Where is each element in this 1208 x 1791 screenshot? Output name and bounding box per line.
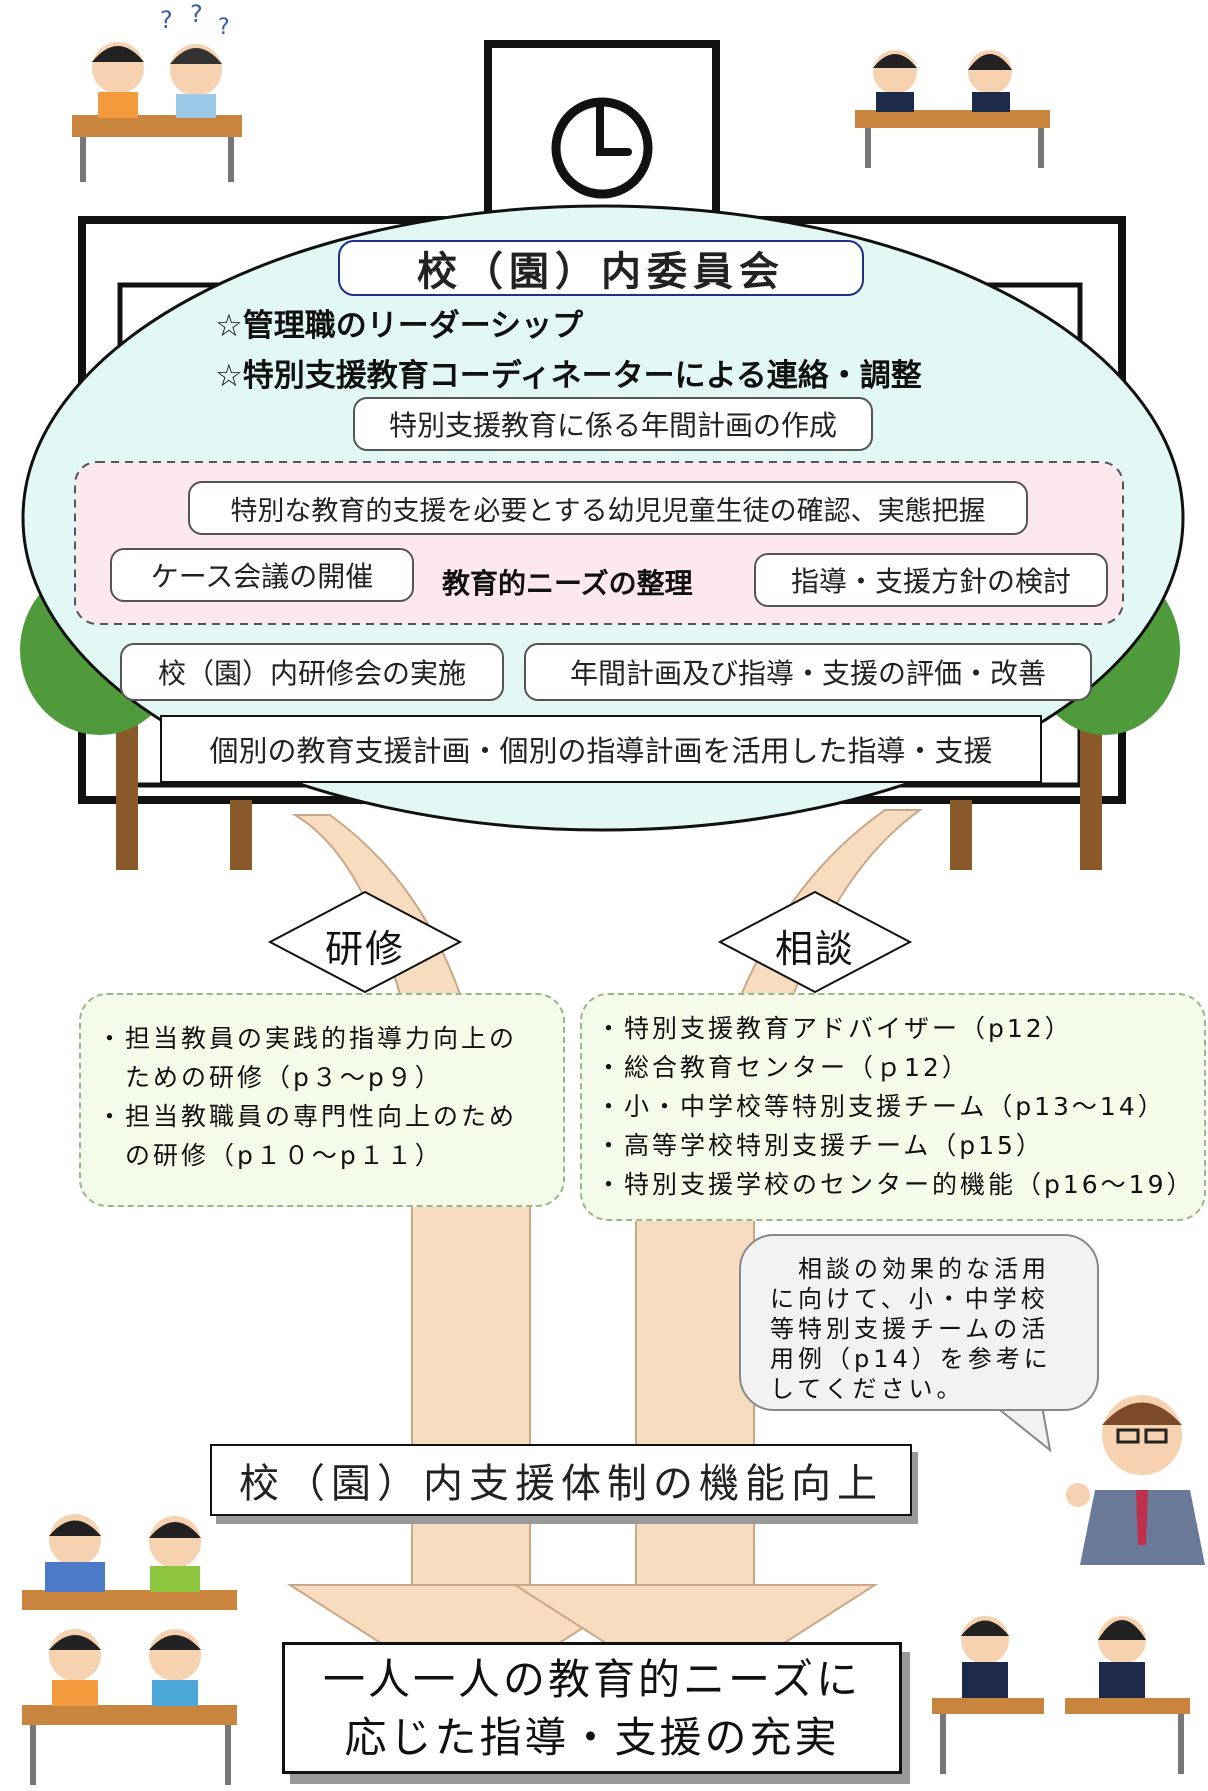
consult-note: ・特別支援教育アドバイザー（p12） ・総合教育センター（ｐ12） ・小・中学校…: [580, 993, 1206, 1221]
speech-line: 相談の効果的な活用: [770, 1255, 1050, 1283]
students-top-right-illustration: [855, 50, 1050, 168]
consult-diamond: [717, 890, 913, 994]
svg-text:?: ?: [218, 15, 230, 40]
speech-line: してください。: [770, 1375, 965, 1403]
training-note: ・担当教員の実践的指導力向上の ための研修（p３～p９） ・担当教職員の専門性向…: [79, 993, 565, 1207]
clock-tower: [484, 40, 720, 238]
list-item: ための研修（p３～p９）: [97, 1063, 443, 1092]
list-item: ・小・中学校等特別支援チーム（p13～14）: [596, 1092, 1166, 1121]
consult-list: ・特別支援教育アドバイザー（p12） ・総合教育センター（ｐ12） ・小・中学校…: [596, 1009, 1204, 1204]
policy-box: 指導・支援方針の検討: [754, 553, 1108, 607]
speech-line: に向けて、小・中学校: [770, 1285, 1049, 1313]
training-list: ・担当教員の実践的指導力向上の ための研修（p３～p９） ・担当教職員の専門性向…: [97, 1019, 563, 1175]
training-label: 研修: [325, 927, 406, 971]
svg-text:?: ?: [160, 6, 173, 34]
list-item: ・高等学校特別支援チーム（p15）: [596, 1131, 1044, 1160]
evaluation-box: 年間計画及び指導・支援の評価・改善: [524, 643, 1092, 701]
training-diamond: [267, 890, 463, 994]
speech-text: 相談の効果的な活用 に向けて、小・中学校 等特別支援チームの活 用例（p14）を…: [770, 1254, 1052, 1404]
final-goal-line2: 応じた指導・支援の充実: [344, 1713, 840, 1762]
coordinator-text: ☆特別支援教育コーディネーターによる連絡・調整: [215, 358, 922, 394]
training-session-box: 校（園）内研修会の実施: [120, 643, 504, 701]
support-system-result: 校（園）内支援体制の機能向上: [210, 1444, 912, 1516]
individual-plan-box: 個別の教育支援計画・個別の指導計画を活用した指導・支援: [160, 715, 1042, 783]
final-goal-box: 一人一人の教育的ニーズに 応じた指導・支援の充実: [282, 1642, 902, 1774]
svg-text:?: ?: [190, 0, 203, 28]
leadership-text: ☆管理職のリーダーシップ: [215, 308, 584, 344]
list-item: ・特別支援学校のセンター的機能（p16～19）: [596, 1170, 1195, 1199]
teacher-illustration: [1066, 1395, 1205, 1565]
final-goal-line1: 一人一人の教育的ニーズに: [323, 1655, 861, 1704]
grasp-box: 特別な教育的支援を必要とする幼児児童生徒の確認、実態把握: [188, 481, 1028, 535]
list-item: ・特別支援教育アドバイザー（p12）: [596, 1014, 1073, 1043]
speech-bubble: [739, 1234, 1099, 1453]
consult-label: 相談: [775, 927, 856, 971]
students-bottom-left-illustration: [22, 1514, 237, 1785]
list-item: ・担当教員の実践的指導力向上の: [97, 1024, 518, 1053]
list-item: の研修（p１０～p１１）: [97, 1141, 443, 1170]
committee-title: 校（園）内委員会: [338, 240, 864, 296]
speech-line: 等特別支援チームの活: [770, 1315, 1050, 1343]
annual-plan-box: 特別支援教育に係る年間計画の作成: [353, 397, 873, 451]
case-meeting-box: ケース会議の開催: [110, 548, 414, 602]
needs-text: 教育的ニーズの整理: [442, 567, 693, 600]
list-item: ・総合教育センター（ｐ12）: [596, 1053, 970, 1082]
students-top-left-illustration: ???: [72, 0, 242, 182]
speech-line: 用例（p14）を参考に: [770, 1345, 1052, 1373]
students-bottom-right-illustration: [932, 1616, 1190, 1774]
list-item: ・担当教職員の専門性向上のため: [97, 1102, 518, 1131]
